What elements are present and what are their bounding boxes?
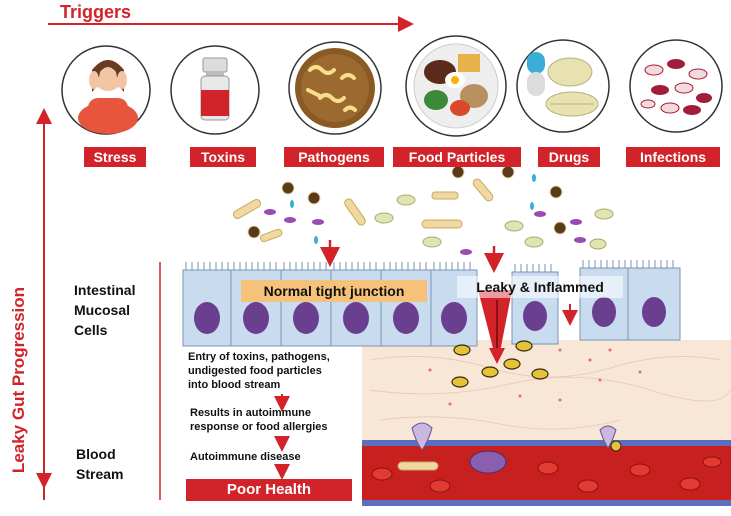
trigger-label-stress: Stress xyxy=(84,147,146,167)
trigger-label-pathogens: Pathogens xyxy=(284,147,384,167)
pathogens-in-tissue xyxy=(451,340,549,388)
entry-note: Entry of toxins, pathogens, undigested f… xyxy=(188,350,378,392)
trigger-label-food-particles: Food Particles xyxy=(393,147,521,167)
epithelial-cells xyxy=(182,260,681,347)
blood-stream-label: Blood Stream xyxy=(76,444,123,484)
leaky-inflamed-tag: Leaky & Inflammed xyxy=(457,276,623,298)
stress-icon xyxy=(61,45,151,135)
triggers-title: Triggers xyxy=(60,2,132,22)
trigger-label-infections: Infections xyxy=(626,147,720,167)
trigger-label-drugs: Drugs xyxy=(538,147,600,167)
mucosal-line-2: Mucosal xyxy=(74,302,131,318)
mucosal-line-1: Intestinal xyxy=(74,282,136,298)
response-line-1: Results in autoimmune xyxy=(190,407,312,419)
mucosal-cells-label: Intestinal Mucosal Cells xyxy=(74,280,135,340)
trigger-label-toxins: Toxins xyxy=(190,147,256,167)
response-line-2: response or food allergies xyxy=(190,421,328,433)
autoimmune-disease-note: Autoimmune disease xyxy=(190,451,301,463)
blood-vessel xyxy=(362,422,731,506)
mucosal-line-3: Cells xyxy=(74,322,108,338)
blood-line-1: Blood xyxy=(76,446,116,462)
entry-line-1: Entry of toxins, pathogens, xyxy=(188,351,330,363)
blood-line-2: Stream xyxy=(76,466,124,482)
bacteria-dish-icon xyxy=(288,41,382,135)
poor-health-box: Poor Health xyxy=(186,479,352,501)
spray-bottle-icon xyxy=(170,45,260,135)
leak-gap xyxy=(478,290,512,352)
pills-icon xyxy=(516,39,610,133)
floating-particles xyxy=(232,165,614,255)
infected-cells-icon xyxy=(629,39,723,133)
entry-line-2: undigested food particles xyxy=(188,365,322,377)
entry-line-3: into blood stream xyxy=(188,379,281,391)
normal-junction-tag: Normal tight junction xyxy=(241,280,427,302)
food-plate-icon xyxy=(405,35,507,137)
autoimmune-response-note: Results in autoimmune response or food a… xyxy=(190,406,360,434)
progression-title: Leaky Gut Progression xyxy=(9,286,28,474)
